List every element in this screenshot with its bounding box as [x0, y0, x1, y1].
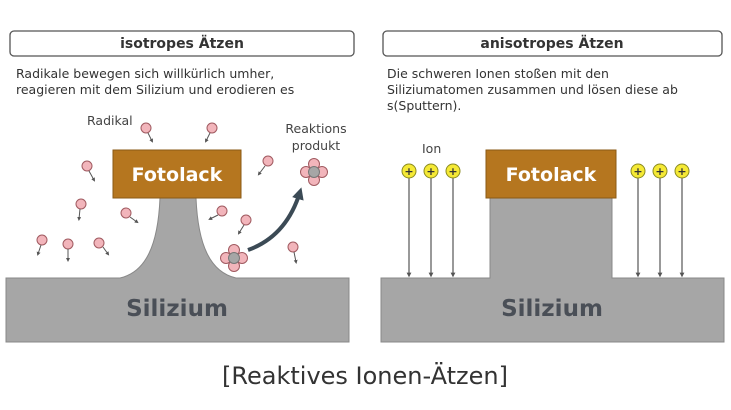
radical — [75, 198, 87, 221]
radical — [36, 234, 48, 256]
isotropic-panel: isotropes Ätzen Radikale bewegen sich wi… — [5, 30, 355, 343]
radical — [205, 122, 218, 143]
ion: + — [630, 163, 646, 278]
silicon-substrate-anisotropic — [380, 197, 725, 343]
radical-label: Radikal — [87, 113, 133, 128]
radical — [208, 205, 228, 220]
radical — [120, 207, 139, 224]
reaction-product-near-wall — [220, 244, 248, 272]
svg-text:+: + — [426, 165, 435, 178]
reaction-product-label-1: Reaktions — [285, 121, 346, 136]
anisotropic-description-line-1: Die schweren Ionen stoßen mit den — [387, 66, 609, 81]
silicon-label-right: Silizium — [501, 296, 603, 322]
reaction-product-arrow — [247, 187, 304, 252]
svg-text:+: + — [448, 165, 457, 178]
ion: + — [674, 163, 690, 278]
radical — [62, 238, 74, 262]
radical — [257, 155, 274, 176]
reaction-product-escaped — [300, 158, 328, 186]
anisotropic-description-line-3: s(Sputtern). — [387, 98, 461, 113]
ion: + — [652, 163, 668, 278]
diagram-caption: [Reaktives Ionen-Ätzen] — [222, 361, 508, 390]
anisotropic-title-box — [382, 30, 723, 57]
svg-text:+: + — [404, 165, 413, 178]
ion: + — [423, 163, 439, 278]
radical — [93, 237, 110, 256]
anisotropic-title: anisotropes Ätzen — [480, 35, 623, 52]
anisotropic-description-line-2: Siliziumatomen zusammen und lösen diese … — [387, 82, 678, 97]
isotropic-title: isotropes Ätzen — [120, 35, 244, 52]
svg-text:+: + — [655, 165, 664, 178]
svg-text:+: + — [633, 165, 642, 178]
isotropic-title-box — [9, 30, 355, 57]
ion-label: Ion — [422, 141, 441, 156]
photoresist-label-right: Fotolack — [506, 164, 597, 186]
silicon-label-left: Silizium — [126, 296, 228, 322]
ions: + + + + + — [401, 163, 690, 278]
radical — [140, 122, 153, 143]
photoresist-left — [112, 149, 242, 199]
radical — [237, 214, 252, 235]
radicals — [36, 122, 299, 264]
isotropic-description-line-2: reagieren mit dem Silizium und erodieren… — [16, 82, 294, 97]
anisotropic-panel: anisotropes Ätzen Die schweren Ionen sto… — [380, 30, 725, 343]
photoresist-label-left: Fotolack — [132, 164, 223, 186]
radical — [81, 160, 95, 182]
photoresist-right — [485, 149, 617, 199]
ion: + — [445, 163, 461, 278]
isotropic-description-line-1: Radikale bewegen sich willkürlich umher, — [16, 66, 274, 81]
reaction-product-label-2: produkt — [292, 138, 341, 153]
radical — [287, 241, 299, 264]
ion: + — [401, 163, 417, 278]
svg-text:+: + — [677, 165, 686, 178]
